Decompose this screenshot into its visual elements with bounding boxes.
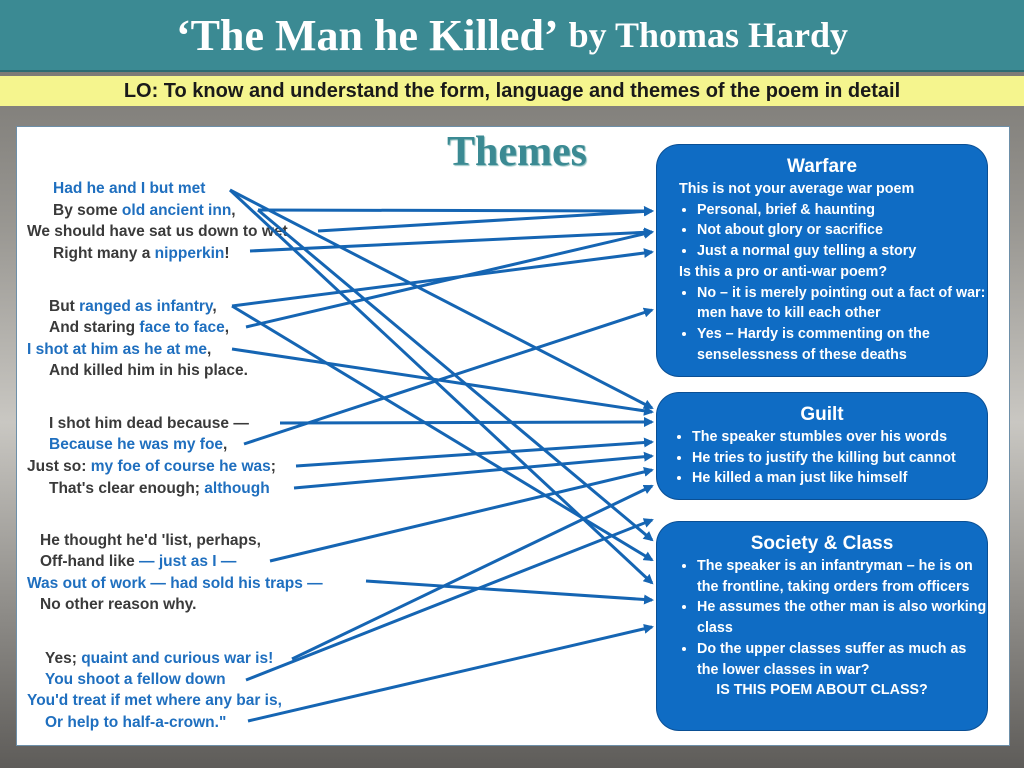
warfare-intro: This is not your average war poem <box>679 181 915 197</box>
society-class-title: Society & Class <box>750 533 894 554</box>
poem-author: by Thomas Hardy <box>568 15 848 55</box>
arrow-line <box>249 227 654 253</box>
arrow-line <box>279 417 654 428</box>
arrow-line <box>245 518 654 682</box>
arrow-line <box>231 304 654 562</box>
poem-line-5: But ranged as infantry, <box>49 298 217 315</box>
list-item: Yes – Hardy is commenting on the sensele… <box>697 324 987 365</box>
arrow-line <box>243 307 654 446</box>
list-item: He assumes the other man is also working… <box>697 597 987 638</box>
list-item: Personal, brief & haunting <box>697 200 987 221</box>
arrow-line <box>231 248 654 308</box>
poem-line-7: I shot at him as he at me, <box>27 341 212 358</box>
poem-line-1: Had he and I but met <box>53 180 206 197</box>
arrow-line <box>229 188 654 410</box>
warfare-question: Is this a pro or anti-war poem? <box>679 263 888 280</box>
poem-line-6: And staring face to face, <box>49 319 230 336</box>
poem-line-12: That's clear enough; although <box>49 480 270 497</box>
list-item: The speaker is an infantryman – he is on… <box>697 556 987 597</box>
poem-line-20: Or help to half-a-crown." <box>45 714 227 731</box>
poem-line-10: Because he was my foe, <box>49 436 228 453</box>
arrow-line <box>257 205 654 216</box>
title-bar: ‘The Man he Killed’ by Thomas Hardy <box>0 0 1024 72</box>
list-item: Not about glory or sacrifice <box>697 220 987 241</box>
poem-line-19: You'd treat if met where any bar is, <box>27 692 282 709</box>
poem-line-14: Off-hand like — just as I — <box>40 553 237 570</box>
arrow-line <box>269 466 654 563</box>
guilt-box: Guilt The speaker stumbles over his word… <box>657 393 987 499</box>
guilt-title: Guilt <box>800 404 844 425</box>
arrow-line <box>295 437 654 468</box>
poem-title: ‘The Man he Killed’ <box>176 10 559 60</box>
society-class-closing: IS THIS POEM ABOUT CLASS? <box>716 682 928 699</box>
arrow-line <box>293 451 654 490</box>
society-class-list: The speaker is an infantryman – he is on… <box>657 556 987 680</box>
list-item: He killed a man just like himself <box>692 468 987 489</box>
poem-line-4: Right many a nipperkin! <box>53 245 230 262</box>
list-item: The speaker stumbles over his words <box>692 427 987 448</box>
learning-objective: LO: To know and understand the form, lan… <box>0 76 1024 106</box>
list-item: Do the upper classes suffer as much as t… <box>697 639 987 680</box>
list-item: Just a normal guy telling a story <box>697 241 987 262</box>
arrow-line <box>317 206 654 233</box>
poem-line-2: By some old ancient inn, <box>53 202 236 219</box>
poem-line-13: He thought he'd 'list, perhaps, <box>40 532 261 549</box>
list-item: No – it is merely pointing out a fact of… <box>697 283 987 324</box>
warfare-list-2: No – it is merely pointing out a fact of… <box>657 283 987 366</box>
guilt-list: The speaker stumbles over his words He t… <box>657 427 987 489</box>
arrow-line <box>291 484 654 661</box>
themes-heading: Themes <box>447 129 587 175</box>
poem-line-17: Yes; quaint and curious war is! <box>45 650 274 667</box>
poem-line-15: Was out of work — had sold his traps — <box>27 575 323 592</box>
society-class-box: Society & Class The speaker is an infant… <box>657 522 987 730</box>
warfare-title: Warfare <box>786 156 858 177</box>
arrow-line <box>247 623 654 723</box>
poem-line-16: No other reason why. <box>40 596 197 613</box>
poem-line-3: We should have sat us down to wet <box>27 223 288 240</box>
poem-line-9: I shot him dead because — <box>49 415 249 432</box>
list-item: He tries to justify the killing but cann… <box>692 448 987 469</box>
poem-line-18: You shoot a fellow down <box>45 671 226 688</box>
arrow-line <box>245 228 654 329</box>
warfare-list-1: Personal, brief & haunting Not about glo… <box>657 200 987 262</box>
poem-line-11: Just so: my foe of course he was; <box>27 458 276 475</box>
arrow-line <box>365 579 654 605</box>
poem-line-8: And killed him in his place. <box>49 362 248 379</box>
warfare-box: Warfare This is not your average war poe… <box>657 145 987 376</box>
